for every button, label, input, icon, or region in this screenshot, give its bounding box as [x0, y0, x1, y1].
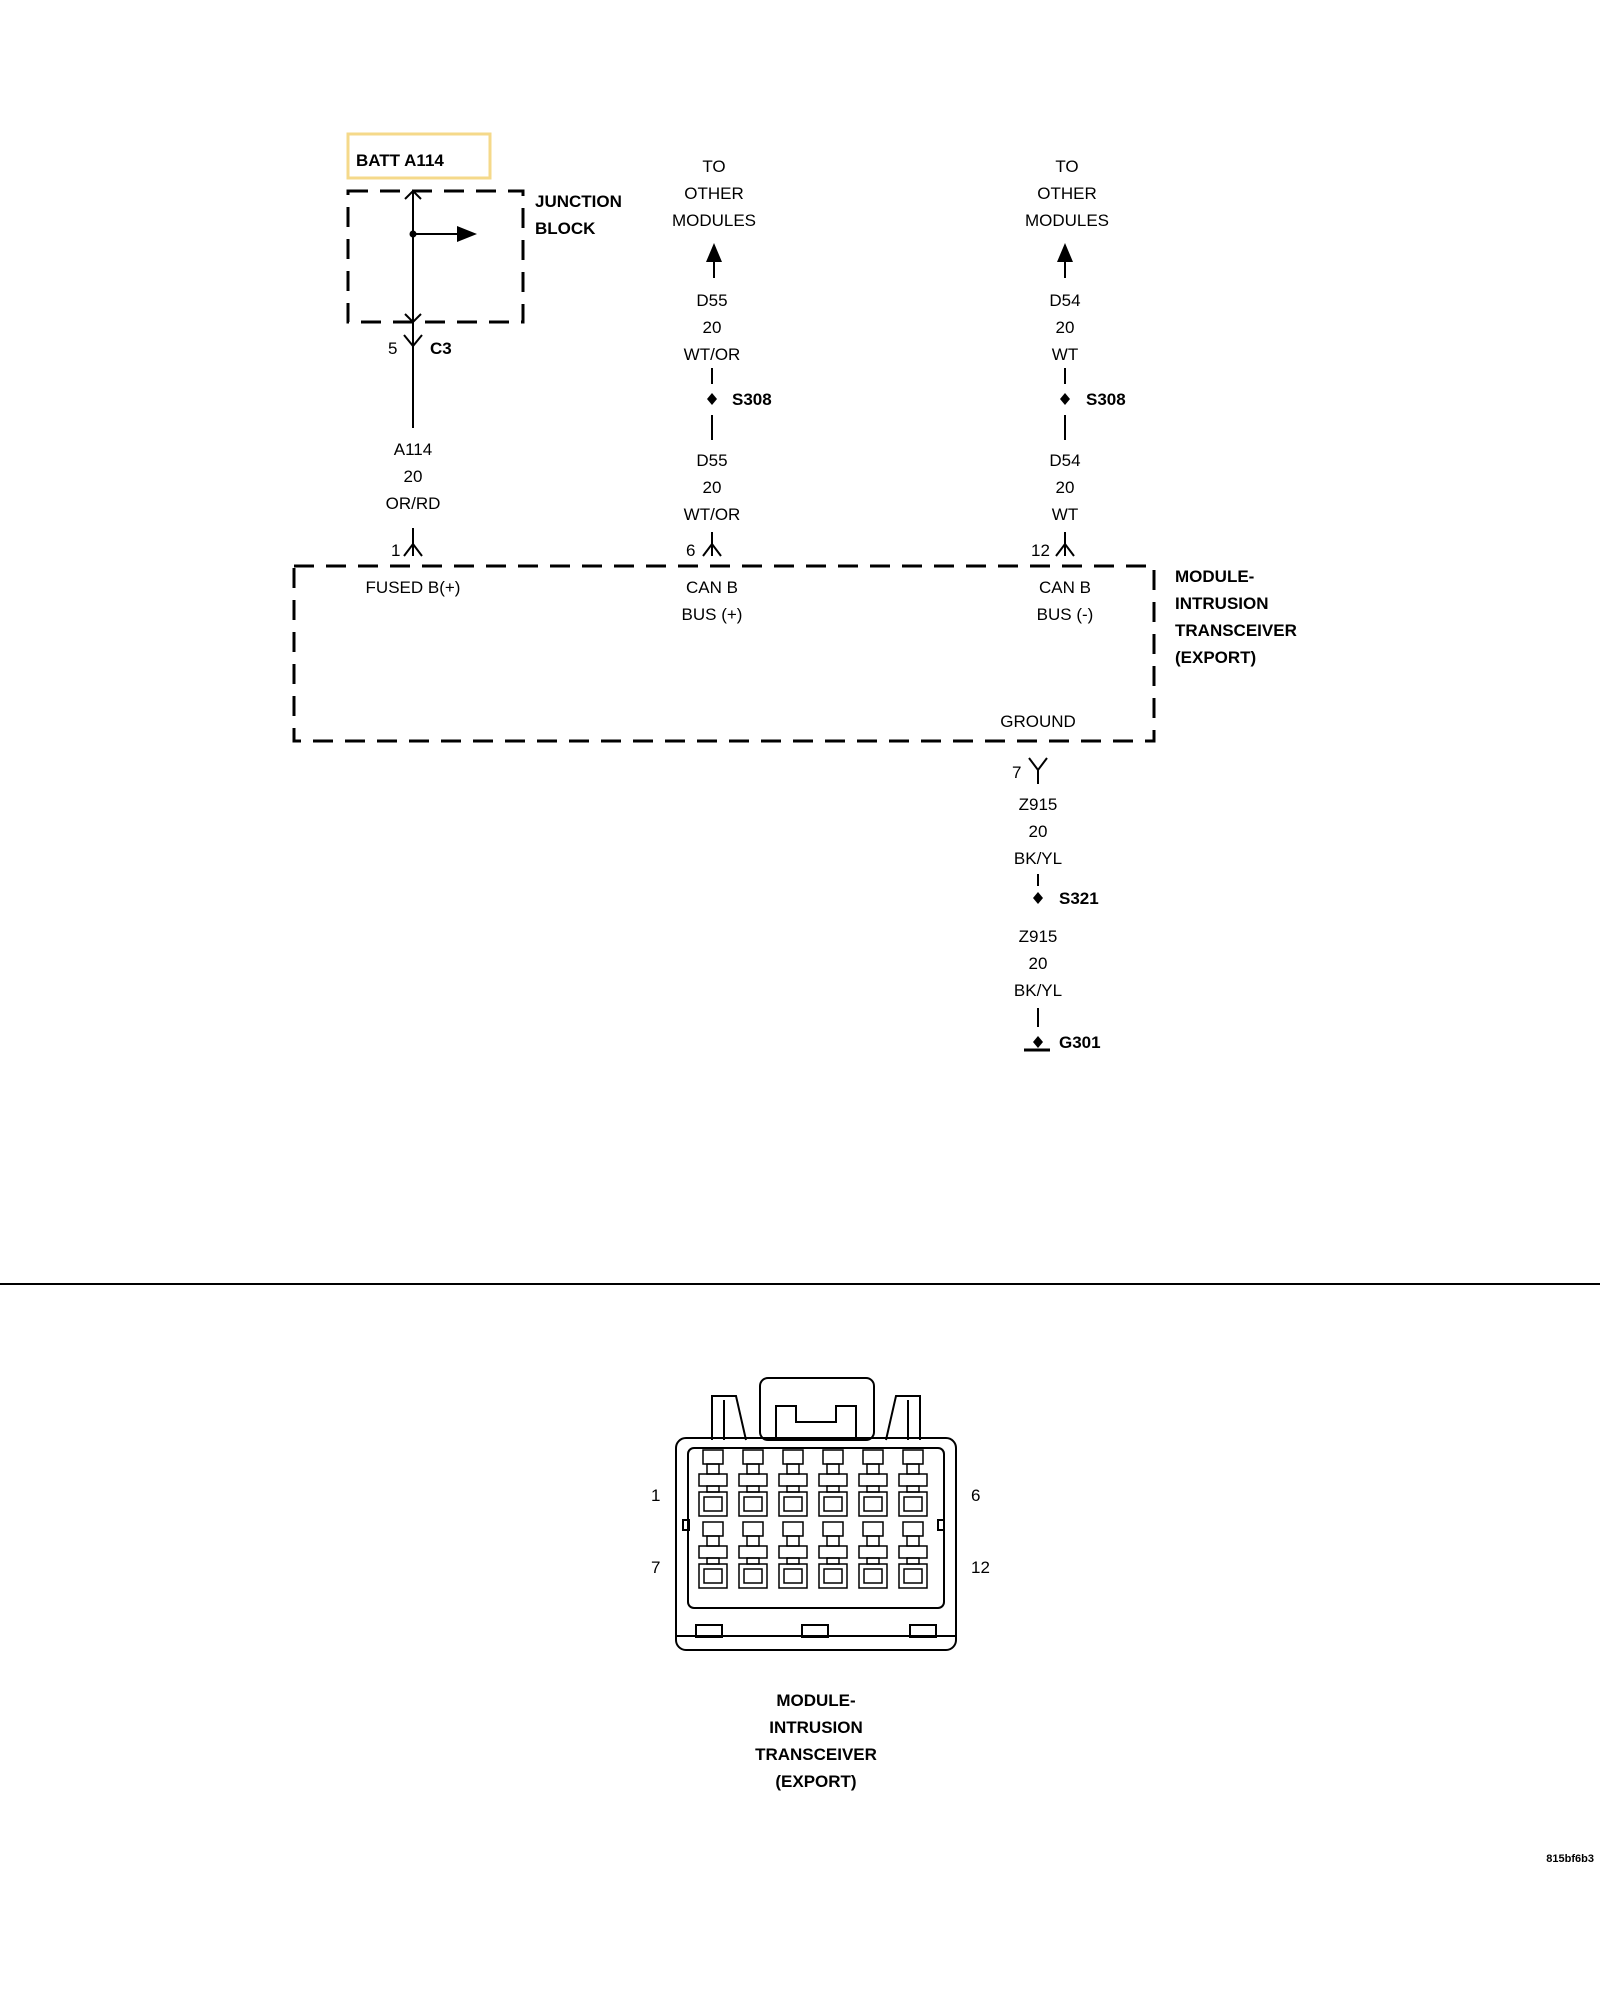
wire-d54-code-bottom: D54	[1049, 451, 1080, 470]
wire-d54-color-bottom: WT	[1052, 505, 1078, 524]
ground-pin: 7	[1012, 763, 1021, 782]
wire-d54-code-top: D54	[1049, 291, 1080, 310]
can-b-minus-label-2: BUS (-)	[1037, 605, 1094, 624]
module-name-line1: MODULE-	[1175, 567, 1254, 586]
connector-cavity	[738, 1521, 768, 1589]
arrow-right-icon	[457, 226, 477, 242]
wire-z915-code-bottom: Z915	[1019, 927, 1058, 946]
wire-d54-color-top: WT	[1052, 345, 1078, 364]
connector-cavity	[778, 1449, 808, 1517]
wire-a114-color: OR/RD	[386, 494, 441, 513]
connector-cavity	[858, 1521, 888, 1589]
to-modules-2-line2: OTHER	[1037, 184, 1097, 203]
pin-symbol	[702, 542, 722, 557]
to-modules-1-line1: TO	[702, 157, 725, 176]
wire-d55-gauge-bottom: 20	[703, 478, 722, 497]
fused-b-label: FUSED B(+)	[366, 578, 461, 597]
connector-pin-12: 12	[971, 1558, 990, 1577]
can-b-plus-label-1: CAN B	[686, 578, 738, 597]
wire-z915-code-top: Z915	[1019, 795, 1058, 814]
wire-d54-gauge-bottom: 20	[1056, 478, 1075, 497]
wire-d55-pin: 6	[686, 541, 695, 560]
splice-icon	[1033, 892, 1043, 904]
connector-symbol	[403, 334, 423, 348]
junction-block-label-1: JUNCTION	[535, 192, 622, 211]
module-name-line2: INTRUSION	[1175, 594, 1269, 613]
wire-a114-pin: 1	[391, 541, 400, 560]
wire-d55-color-bottom: WT/OR	[684, 505, 741, 524]
wire-d55-code-bottom: D55	[696, 451, 727, 470]
wire-d55-color-top: WT/OR	[684, 345, 741, 364]
can-b-plus-label-2: BUS (+)	[682, 605, 743, 624]
figure-id: 815bf6b3	[1546, 1853, 1594, 1865]
ground-point: G301	[1059, 1033, 1101, 1052]
junction-block-box	[346, 189, 525, 324]
connector-pin-1: 1	[651, 1486, 660, 1505]
connector-cavity	[818, 1521, 848, 1589]
connector-pin-6: 6	[971, 1486, 980, 1505]
to-modules-2-line1: TO	[1055, 157, 1078, 176]
batt-label: BATT A114	[356, 151, 444, 170]
connector-symbol	[1028, 757, 1048, 772]
splice-icon	[1060, 393, 1070, 405]
junction-block-label-2: BLOCK	[535, 219, 596, 238]
wire-a114-gauge: 20	[404, 467, 423, 486]
connector-cavity	[858, 1449, 888, 1517]
connector-face-view	[675, 1377, 957, 1651]
ground-icon	[1033, 1036, 1043, 1048]
wire-d54-splice: S308	[1086, 390, 1126, 409]
connector-pin-7: 7	[651, 1558, 660, 1577]
wire-z915-color-top: BK/YL	[1014, 849, 1062, 868]
wire-d55-splice: S308	[732, 390, 772, 409]
pin-symbol	[403, 542, 423, 557]
batt-label-box	[346, 132, 492, 180]
module-name-line4: (EXPORT)	[1175, 648, 1256, 667]
connector-cavity	[698, 1521, 728, 1589]
wire-a114-code: A114	[394, 440, 432, 459]
pin-symbol	[1055, 542, 1075, 557]
arrow-up-icon	[1057, 243, 1073, 262]
wire-d54-pin: 12	[1031, 541, 1050, 560]
connector-cavity	[738, 1449, 768, 1517]
c3-pin: 5	[388, 339, 397, 358]
connector-cavity	[898, 1521, 928, 1589]
wire-z915-color-bottom: BK/YL	[1014, 981, 1062, 1000]
to-modules-1-line3: MODULES	[672, 211, 756, 230]
connector-cavity	[778, 1521, 808, 1589]
connector-caption-line4: (EXPORT)	[775, 1772, 856, 1791]
wire-z915-gauge-top: 20	[1029, 822, 1048, 841]
wire-z915-gauge-bottom: 20	[1029, 954, 1048, 973]
splice-icon	[707, 393, 717, 405]
can-b-minus-label-1: CAN B	[1039, 578, 1091, 597]
c3-connector: C3	[430, 339, 452, 358]
wire-d54-gauge-top: 20	[1056, 318, 1075, 337]
to-modules-2-line3: MODULES	[1025, 211, 1109, 230]
wire-d55-code-top: D55	[696, 291, 727, 310]
arrow-up-icon	[706, 243, 722, 262]
ground-splice: S321	[1059, 889, 1099, 908]
ground-label: GROUND	[1000, 712, 1076, 731]
connector-cavity	[698, 1449, 728, 1517]
connector-cavity	[898, 1449, 928, 1517]
connector-caption-line2: INTRUSION	[769, 1718, 863, 1737]
to-modules-1-line2: OTHER	[684, 184, 744, 203]
module-name-line3: TRANSCEIVER	[1175, 621, 1297, 640]
connector-caption-line3: TRANSCEIVER	[755, 1745, 877, 1764]
module-box	[292, 564, 1156, 743]
connector-cavity	[818, 1449, 848, 1517]
connector-caption-line1: MODULE-	[776, 1691, 855, 1710]
wire-d55-gauge-top: 20	[703, 318, 722, 337]
